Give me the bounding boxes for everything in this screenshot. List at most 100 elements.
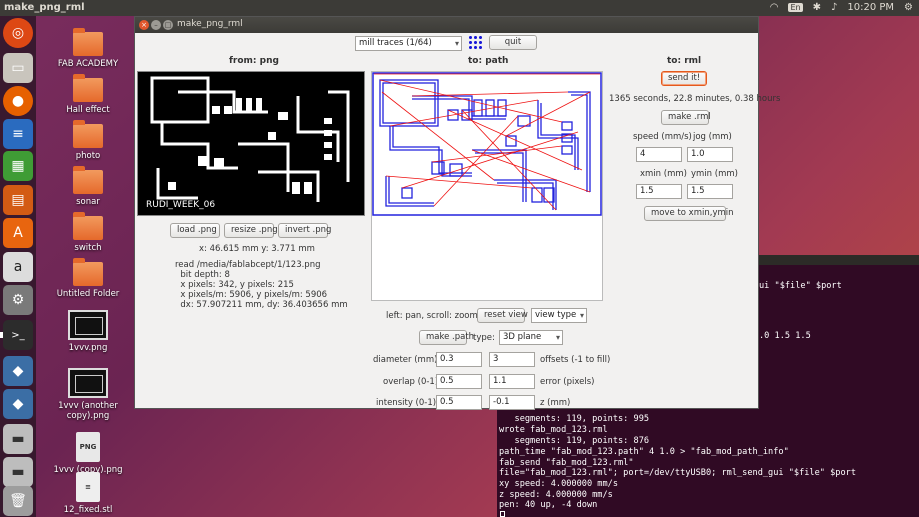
python-icon[interactable]: ◆ xyxy=(3,389,33,419)
send-it-button[interactable]: send it! xyxy=(661,71,707,86)
bluetooth-icon[interactable]: ✱ xyxy=(812,2,821,13)
active-app-title: make_png_rml xyxy=(4,2,85,13)
clock[interactable]: 10:20 PM xyxy=(847,2,895,13)
view-type-select[interactable]: view type ▾ xyxy=(531,308,587,323)
files-icon[interactable]: ▭ xyxy=(3,53,33,83)
drive-icon[interactable]: ▬ xyxy=(3,457,33,487)
folder-icon xyxy=(73,166,103,194)
desktop-file-1vvv-another-copy[interactable]: 1vvv (another copy).png xyxy=(49,368,127,421)
terminal-line: file="fab_mod_123.rml"; port=/dev/ttyUSB… xyxy=(499,468,856,478)
minimize-icon[interactable]: – xyxy=(151,20,161,30)
terminal-line: xy speed: 4.000000 mm/s xyxy=(499,479,618,489)
drive-icon[interactable]: ▬ xyxy=(3,424,33,454)
offsets-input[interactable]: 3 xyxy=(489,352,535,367)
make-path-button[interactable]: make .path xyxy=(419,330,474,345)
speed-input[interactable]: 4 xyxy=(636,147,682,162)
writer-icon[interactable]: ≡ xyxy=(3,119,33,149)
intensity-input[interactable]: 0.5 xyxy=(436,395,482,410)
png-info-line: x pixels/m: 5906, y pixels/m: 5906 xyxy=(175,290,328,300)
diameter-input[interactable]: 0.3 xyxy=(436,352,482,367)
cursor-coordinates: x: 46.615 mm y: 3.771 mm xyxy=(199,244,315,254)
amazon-icon[interactable]: a xyxy=(3,252,33,282)
pan-zoom-hint: left: pan, scroll: zoom xyxy=(386,311,478,321)
jog-input[interactable]: 1.0 xyxy=(687,147,733,162)
z-input[interactable]: -0.1 xyxy=(489,395,535,410)
python-icon[interactable]: ◆ xyxy=(3,356,33,386)
close-icon[interactable]: × xyxy=(139,20,149,30)
make-rml-button[interactable]: make .rml xyxy=(661,110,711,125)
desktop-file-1vvv-copy[interactable]: PNG 1vvv (copy).png xyxy=(49,432,127,475)
desktop-folder-hall-effect[interactable]: Hall effect xyxy=(49,74,127,115)
impress-icon[interactable]: ▤ xyxy=(3,185,33,215)
make-png-rml-window[interactable]: × – □ make_png_rml mill traces (1/64) ▾ … xyxy=(134,16,780,410)
grid-icon[interactable] xyxy=(468,35,482,49)
reset-view-button[interactable]: reset view xyxy=(477,308,528,323)
chevron-down-icon: ▾ xyxy=(579,311,584,320)
ymin-label: ymin (mm) xyxy=(691,169,738,179)
png-info-line: bit depth: 8 xyxy=(175,270,230,280)
chevron-down-icon: ▾ xyxy=(454,39,459,48)
keyboard-layout-indicator[interactable]: En xyxy=(788,3,803,12)
z-label: z (mm) xyxy=(540,398,571,408)
folder-icon xyxy=(73,74,103,102)
resize-png-button[interactable]: resize .png xyxy=(224,223,278,238)
terminal-line: z speed: 4.000000 mm/s xyxy=(499,490,613,500)
load-png-button[interactable]: load .png xyxy=(170,223,220,238)
desktop-folder-sonar[interactable]: sonar xyxy=(49,166,127,207)
png-info-line: read /media/fablabcept/1/123.png xyxy=(175,260,321,270)
volume-icon[interactable]: ♪ xyxy=(830,2,838,13)
software-center-icon[interactable]: A xyxy=(3,218,33,248)
window-titlebar[interactable]: × – □ make_png_rml xyxy=(135,17,758,33)
speed-label: speed (mm/s) xyxy=(633,132,692,142)
launcher: ◎ ▭ ● ≡ ▦ ▤ A a ⚙ >_ ◆ ◆ ▬ ▬ 🗑 xyxy=(0,16,36,517)
pcb-traces-image xyxy=(150,76,350,202)
terminal-icon[interactable]: >_ xyxy=(0,320,33,350)
desktop-folder-untitled[interactable]: Untitled Folder xyxy=(49,258,127,299)
invert-png-button[interactable]: invert .png xyxy=(278,223,331,238)
trash-icon[interactable]: 🗑 xyxy=(3,486,33,516)
ubuntu-icon[interactable]: ◎ xyxy=(3,18,33,48)
from-png-header: from: png xyxy=(229,56,279,66)
terminal-line: segments: 119, points: 995 xyxy=(499,414,650,424)
terminal-line: segments: 119, points: 876 xyxy=(499,436,650,446)
xmin-input[interactable]: 1.5 xyxy=(636,184,682,199)
network-icon[interactable]: ◠ xyxy=(769,2,779,13)
ymin-input[interactable]: 1.5 xyxy=(687,184,733,199)
image-thumbnail-icon xyxy=(68,310,108,340)
terminal-line: path_time "fab_mod_123.path" 4 1.0 > "fa… xyxy=(499,447,789,457)
settings-icon[interactable]: ⚙ xyxy=(3,285,33,315)
desktop-folder-fab-academy[interactable]: FAB ACADEMY xyxy=(49,28,127,69)
power-gear-icon[interactable]: ⚙ xyxy=(904,2,913,13)
terminal-line: pen: 40 up, -4 down xyxy=(499,500,598,510)
chevron-down-icon: ▾ xyxy=(555,333,560,342)
desktop-folder-photo[interactable]: photo xyxy=(49,120,127,161)
text-file-icon: ≡ xyxy=(76,472,100,502)
maximize-icon[interactable]: □ xyxy=(163,20,173,30)
error-label: error (pixels) xyxy=(540,377,595,387)
overlap-input[interactable]: 0.5 xyxy=(436,374,482,389)
mode-select[interactable]: mill traces (1/64) ▾ xyxy=(355,36,462,51)
error-input[interactable]: 1.1 xyxy=(489,374,535,389)
desktop-file-12-fixed-stl[interactable]: ≡ 12_fixed.stl xyxy=(49,472,127,515)
png-info-line: dx: 57.907211 mm, dy: 36.403656 mm xyxy=(175,300,348,310)
png-info-line: x pixels: 342, y pixels: 215 xyxy=(175,280,294,290)
image-thumbnail-icon xyxy=(68,368,108,398)
desktop-file-1vvv-png[interactable]: 1vvv.png xyxy=(49,310,127,353)
desktop-folder-switch[interactable]: switch xyxy=(49,212,127,253)
png-preview[interactable]: RUDI_WEEK_06 xyxy=(137,71,365,216)
folder-icon xyxy=(73,258,103,286)
quit-button[interactable]: quit xyxy=(489,35,537,50)
top-panel: make_png_rml ◠ En ✱ ♪ 10:20 PM ⚙ xyxy=(0,0,919,16)
window-title: make_png_rml xyxy=(177,19,243,29)
firefox-icon[interactable]: ● xyxy=(3,86,33,116)
terminal-line: fab_send "fab_mod_123.rml" xyxy=(499,458,634,468)
terminal-line: .0 1.5 1.5 xyxy=(759,331,811,341)
offsets-label: offsets (-1 to fill) xyxy=(540,355,611,365)
toolpath-plot xyxy=(372,72,602,216)
jog-label: jog (mm) xyxy=(693,132,732,142)
calc-icon[interactable]: ▦ xyxy=(3,151,33,181)
move-to-origin-button[interactable]: move to xmin,ymin xyxy=(644,206,734,221)
path-preview[interactable] xyxy=(371,71,603,301)
terminal-line: wrote fab_mod_123.rml xyxy=(499,425,608,435)
path-type-select[interactable]: 3D plane ▾ xyxy=(499,330,563,345)
